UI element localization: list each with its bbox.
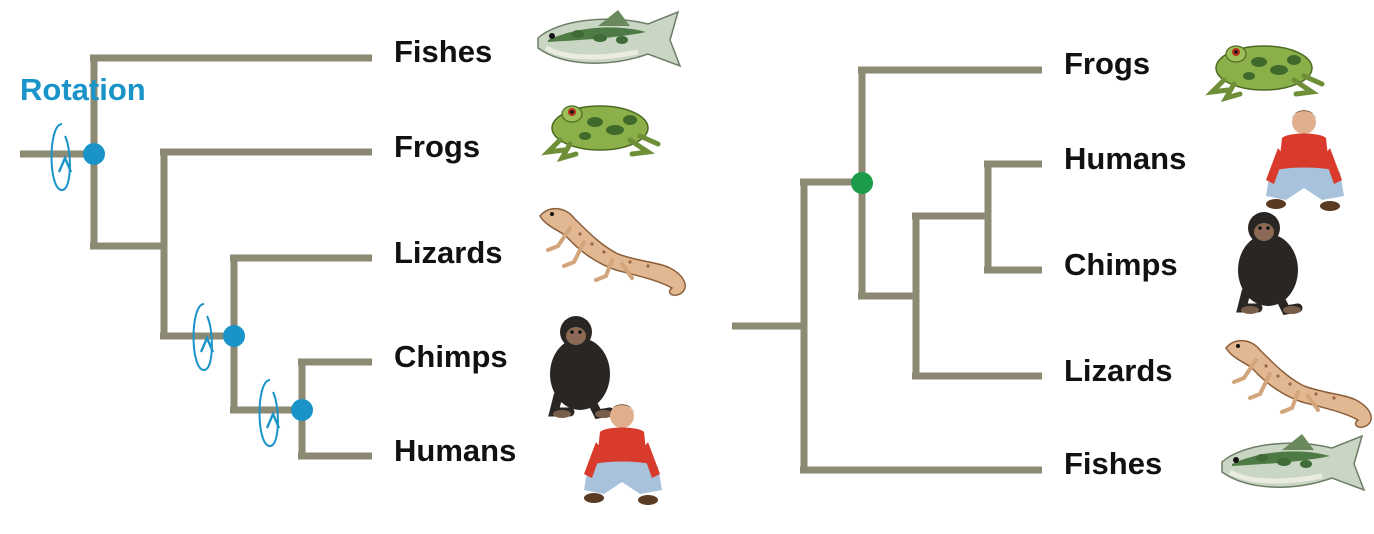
chimp-icon — [1238, 212, 1301, 314]
left-label-fishes: Fishes — [394, 34, 492, 69]
right-branches — [732, 70, 1042, 470]
right-label-humans: Humans — [1064, 141, 1186, 176]
highlight-node — [851, 172, 873, 194]
rotated-node-primate — [291, 399, 313, 421]
right-tree: Frogs Humans Chimps Lizards Fishes — [732, 46, 1371, 490]
right-label-lizards: Lizards — [1064, 353, 1173, 388]
lizard-icon — [1226, 341, 1371, 428]
frog-icon — [1212, 46, 1322, 98]
human-icon — [584, 404, 662, 505]
left-label-chimps: Chimps — [394, 339, 508, 374]
rotated-node-root — [83, 143, 105, 165]
left-label-lizards: Lizards — [394, 235, 503, 270]
human-icon — [1266, 110, 1344, 211]
fish-icon — [1222, 434, 1364, 490]
lizard-icon — [540, 209, 685, 296]
left-tree: Rotation Fishes Frogs Lizards Chimps Hum… — [20, 10, 685, 505]
fish-icon — [538, 10, 680, 66]
chimp-icon — [550, 316, 613, 418]
left-branches — [20, 58, 372, 456]
left-label-humans: Humans — [394, 433, 516, 468]
left-label-frogs: Frogs — [394, 129, 480, 164]
rotation-label: Rotation — [20, 72, 146, 107]
frog-icon — [548, 106, 658, 158]
right-label-frogs: Frogs — [1064, 46, 1150, 81]
rotated-node-inner — [223, 325, 245, 347]
right-label-chimps: Chimps — [1064, 247, 1178, 282]
right-label-fishes: Fishes — [1064, 446, 1162, 481]
